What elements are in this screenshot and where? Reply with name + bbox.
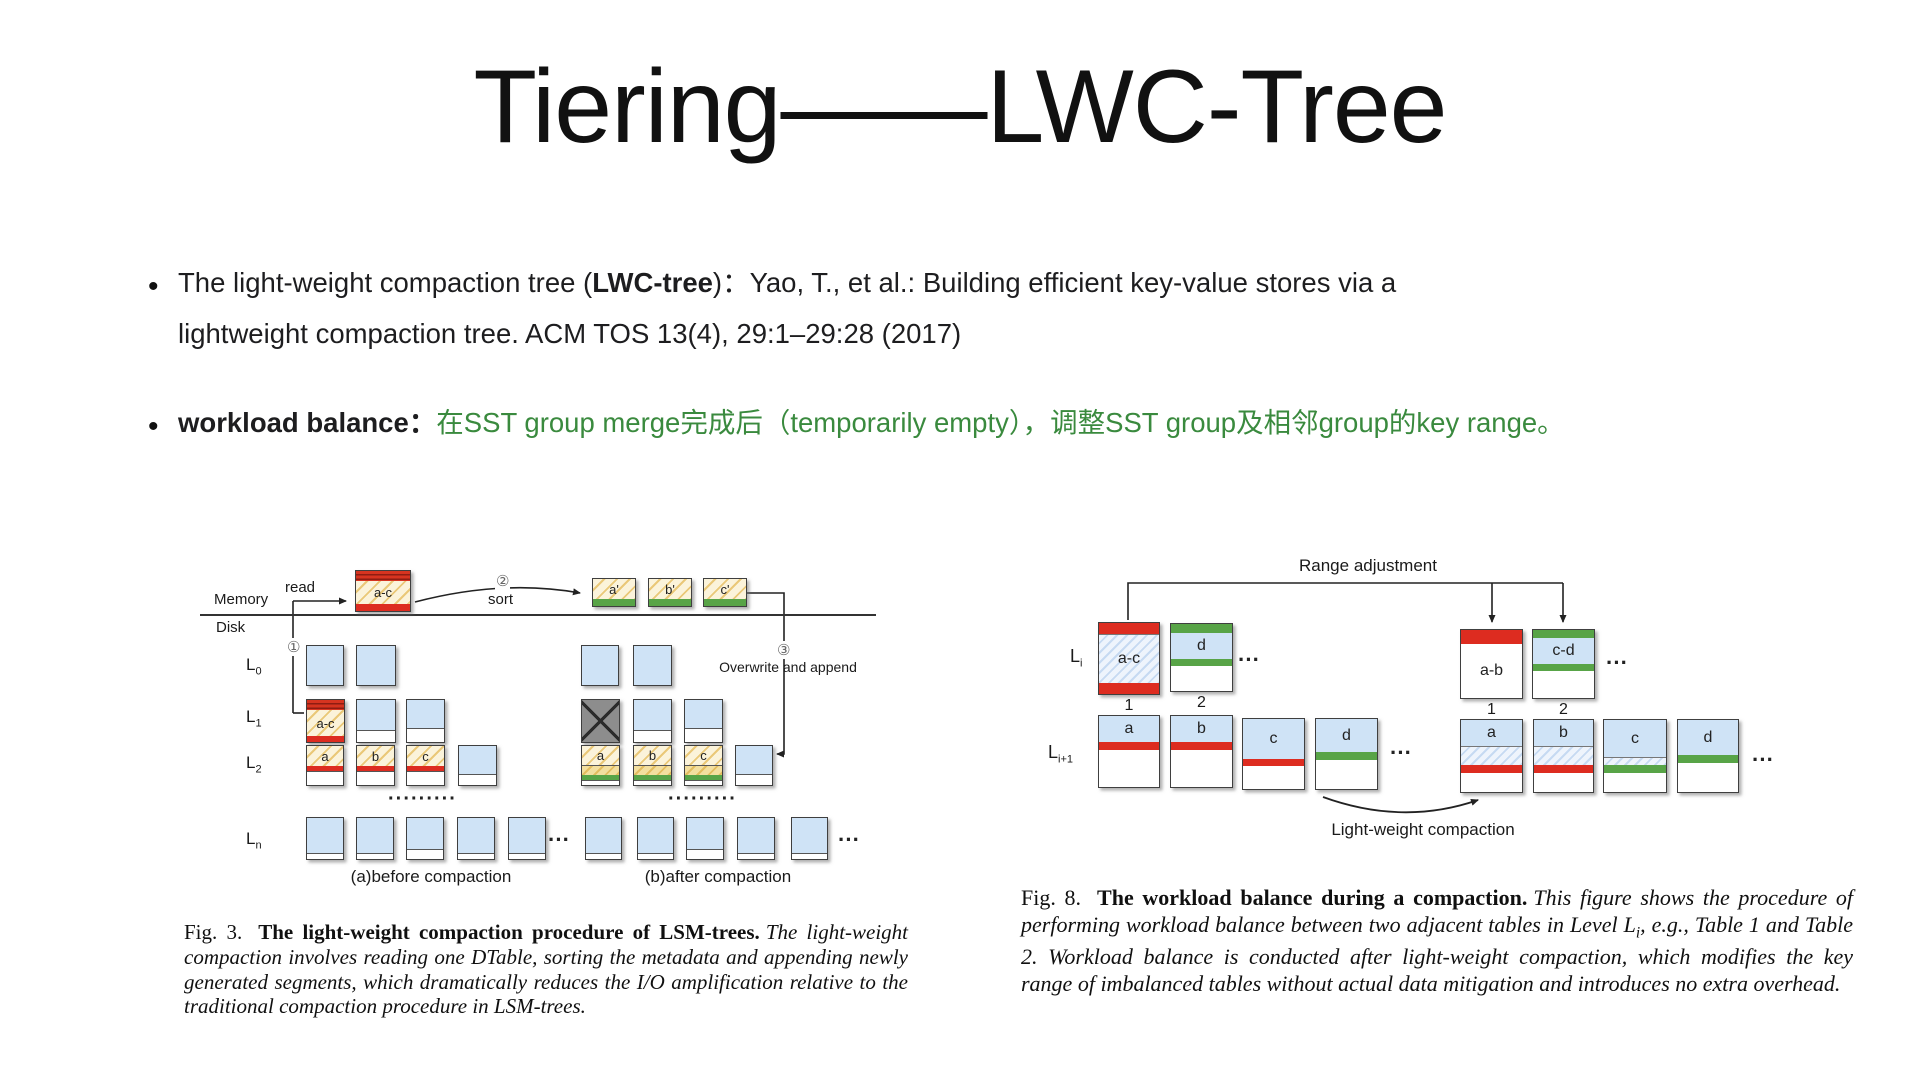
highlighted-text: 在SST group merge完成后（temporarily empty），调… (436, 407, 1565, 438)
ellipsis: ··· (548, 827, 570, 852)
memory-disk-divider (200, 614, 876, 616)
sst-box (356, 817, 394, 860)
range-adjustment-label: Range adjustment (1299, 556, 1437, 575)
sst-box (791, 817, 828, 860)
level-label-l1: L1 (246, 707, 262, 730)
overwrite-append-label: Overwrite and append (719, 659, 857, 675)
table-number: 1 (1487, 701, 1496, 718)
table-number: 2 (1559, 701, 1568, 718)
fig3-diagram: read Memory Disk ① ② sort ③ Overwrite an… (190, 555, 880, 890)
fig8-diagram: Range adjustment Li Li+1 a-c 1 d 2 ··· a… (1040, 550, 1810, 850)
ellipsis: ··· (1606, 650, 1628, 675)
fig3-caption: Fig. 3. The light-weight compaction proce… (184, 920, 908, 1019)
table-box: b (1533, 719, 1594, 793)
sst-box (684, 699, 723, 743)
fig8-caption: Fig. 8. The workload balance during a com… (1021, 884, 1853, 997)
table-box-ab: a-b (1460, 629, 1523, 699)
dtable-appended-box: c (684, 745, 723, 786)
table-box-d: d (1170, 623, 1233, 692)
table-box: d (1677, 719, 1739, 793)
disk-label: Disk (216, 619, 246, 636)
sst-box (356, 645, 396, 686)
sst-box (581, 645, 619, 686)
table-box: c (1603, 719, 1667, 793)
deleted-dtable-box (581, 699, 620, 743)
sorted-segment-box: b' (648, 578, 692, 607)
page-title: Tiering——LWC-Tree (473, 49, 1447, 165)
table-box-cd: c-d (1532, 629, 1595, 699)
table-number: 1 (1124, 697, 1134, 714)
memory-label: Memory (214, 591, 269, 608)
sst-box (458, 745, 497, 786)
sst-box (633, 645, 672, 686)
level-label-l2: L2 (246, 753, 262, 776)
bullet1-line1: The light-weight compaction tree (LWC-tr… (178, 267, 1397, 298)
sst-box (457, 817, 495, 860)
sst-box (737, 817, 775, 860)
memory-table-box: a-c (355, 570, 411, 612)
sorted-segment-box: a' (592, 578, 636, 607)
dtable-appended-box: b (633, 745, 672, 786)
caption-tag: Fig. 3. (184, 920, 243, 944)
bullet1-line2: lightweight compaction tree. ACM TOS 13(… (178, 318, 962, 349)
sst-box (633, 699, 672, 743)
sst-box (406, 699, 445, 743)
table-number: 2 (1197, 694, 1206, 711)
read-label: read (285, 579, 316, 596)
ellipsis: ··· (838, 827, 860, 852)
caption-body: This figure shows the procedure of perfo… (1021, 885, 1854, 997)
level-label-l0: L0 (246, 655, 262, 678)
bullet-item-workload-balance: workload balance：在SST group merge完成后（tem… (178, 407, 1565, 438)
sst-box (306, 817, 344, 860)
step2-circled-number: ② (495, 572, 511, 590)
victim-dtable-box: a-c (306, 699, 345, 743)
table-box: c (1242, 718, 1305, 790)
bullet-marker: • (148, 270, 159, 303)
ellipsis: ··· (1752, 747, 1774, 772)
sst-box (735, 745, 773, 786)
light-weight-compaction-label: Light-weight compaction (1331, 820, 1515, 839)
subcaption-after: (b)after compaction (644, 867, 792, 886)
level-label-ln: Ln (246, 829, 262, 852)
level-label-li: Li (1070, 646, 1083, 670)
dtable-box: c (406, 745, 445, 786)
caption-tag: Fig. 8. (1021, 885, 1082, 910)
bullet-item-reference: The light-weight compaction tree (LWC-tr… (178, 257, 1458, 359)
sst-box (637, 817, 674, 860)
dtable-box: a (306, 745, 344, 786)
table-box: a (1460, 719, 1523, 793)
table-box: d (1315, 718, 1378, 790)
ellipsis: ··· (1390, 740, 1412, 765)
sst-box (406, 817, 444, 860)
step3-circled-number: ③ (776, 641, 792, 659)
sst-box (585, 817, 622, 860)
bullet-marker: • (148, 410, 159, 443)
sst-box (356, 699, 396, 743)
sst-box (306, 645, 344, 686)
step1-circled-number: ① (286, 638, 302, 656)
sort-label: sort (488, 591, 514, 608)
table-box: a (1098, 715, 1160, 788)
dots-separator: ········· (388, 788, 457, 810)
table-box-ac: a-c (1098, 622, 1160, 695)
caption-title: The light-weight compaction procedure of… (258, 920, 760, 944)
subcaption-before: (a)before compaction (350, 867, 512, 886)
sst-box (686, 817, 724, 860)
level-label-li1: Li+1 (1048, 742, 1074, 766)
dtable-box: b (356, 745, 395, 786)
ellipsis: ··· (1238, 647, 1260, 672)
dots-separator: ········· (668, 788, 737, 810)
sst-box (508, 817, 546, 860)
dtable-appended-box: a (581, 745, 620, 786)
caption-title: The workload balance during a compaction… (1097, 885, 1528, 910)
sorted-segment-box: c' (703, 578, 747, 607)
table-box: b (1170, 715, 1233, 788)
caption-body: The light-weight compaction involves rea… (184, 920, 909, 1019)
